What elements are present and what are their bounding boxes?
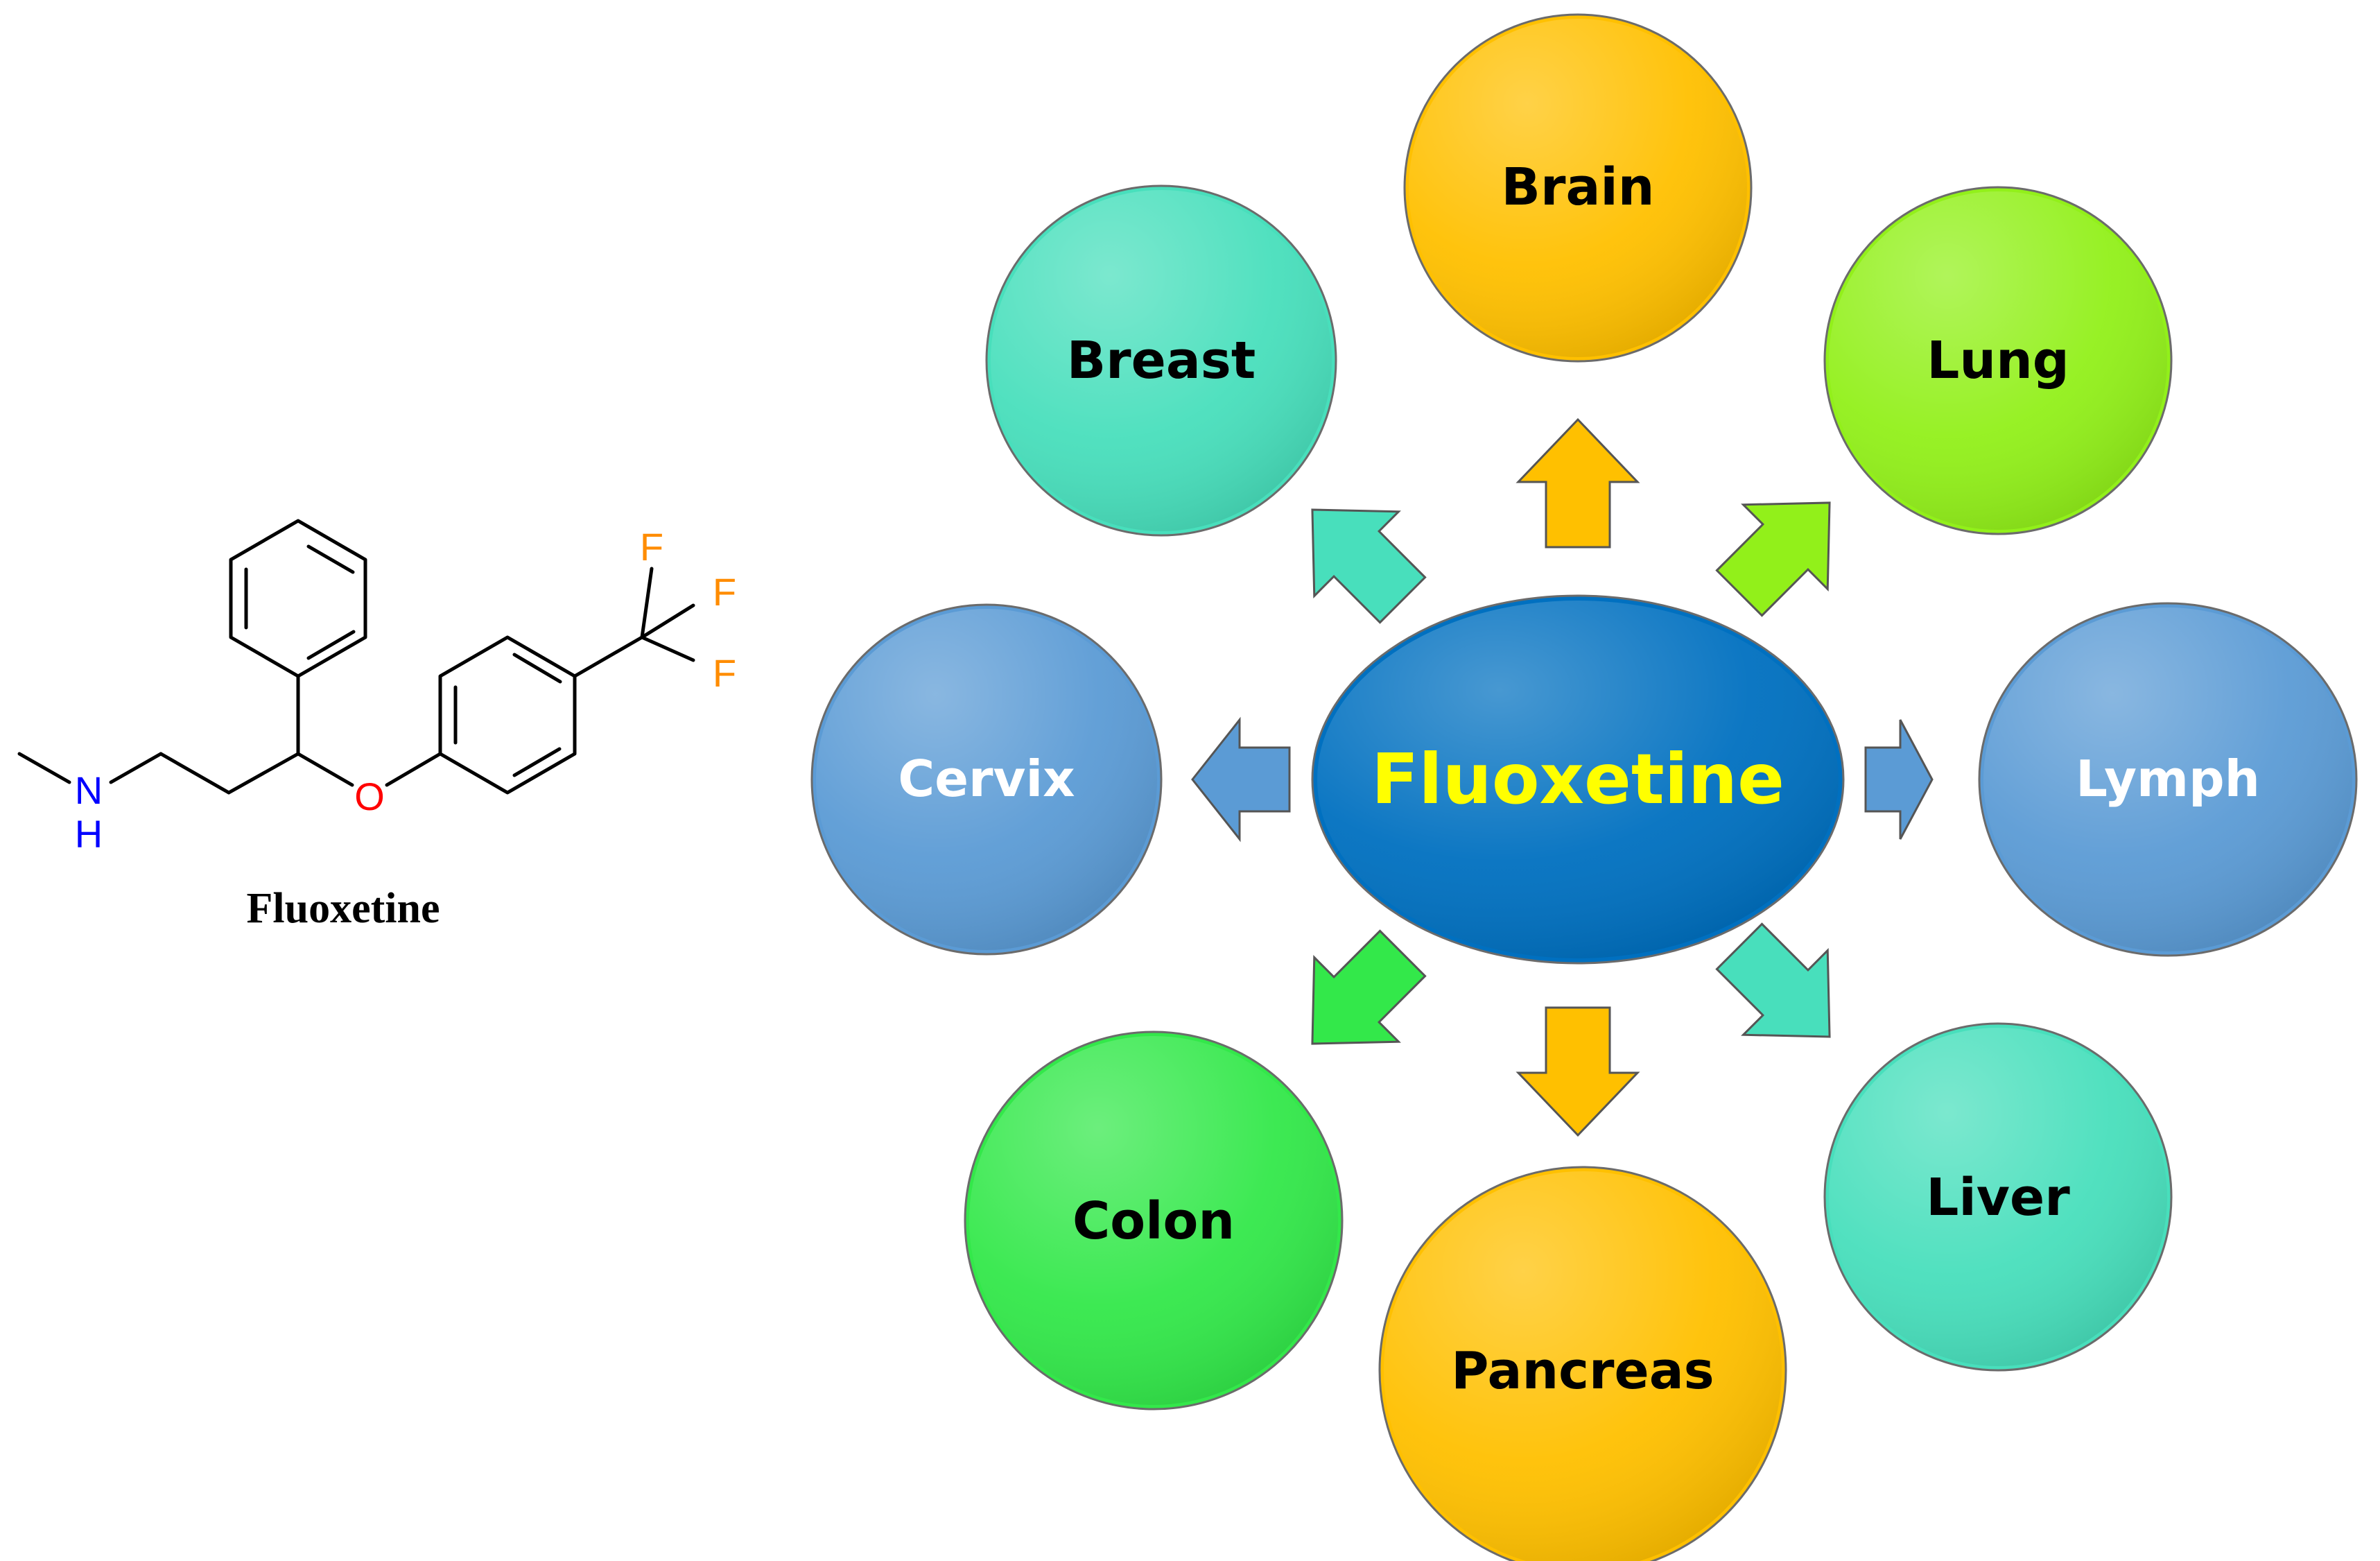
node-lung-shine [1829, 191, 2167, 530]
node-center: Fluoxetine [1311, 594, 1845, 965]
aryl-double-3 [512, 653, 562, 684]
atom-nitrogen: N [75, 768, 103, 812]
arrow-lung [1715, 501, 1831, 617]
node-pancreas-shine [1384, 1171, 1782, 1561]
arrows [1191, 417, 1934, 1137]
bond-c3-o [296, 752, 354, 787]
node-liver-label: Liver [1926, 1168, 2070, 1227]
node-cervix: Cervix [810, 603, 1163, 956]
node-cervix-shine [816, 609, 1157, 950]
node-brain: Brain [1403, 13, 1753, 363]
node-pancreas: Pancreas [1378, 1166, 1787, 1561]
phenyl-double-2 [306, 544, 355, 574]
node-colon: Colon [964, 1030, 1344, 1411]
fluoxetine-structure [17, 519, 695, 795]
node-lymph: Lymph [1978, 602, 2358, 957]
node-liver: Liver [1823, 1022, 2173, 1372]
arrow-cervix [1191, 716, 1291, 843]
molecule-caption: Fluoxetine [247, 885, 440, 932]
node-brain-shine [1409, 19, 1747, 357]
arrow-lymph [1864, 719, 1934, 840]
bond-c-f1 [640, 567, 654, 639]
arrow-pancreas [1515, 1006, 1640, 1137]
node-cervix-label: Cervix [898, 750, 1075, 808]
node-lung-label: Lung [1927, 331, 2069, 390]
aryl-double-2 [512, 747, 562, 777]
phenyl-double-1 [306, 630, 356, 660]
bond-o-aryl [385, 752, 442, 787]
node-lung: Lung [1823, 186, 2173, 535]
node-center-label: Fluoxetine [1371, 739, 1784, 820]
phenyl-ring [229, 519, 367, 678]
node-lymph-label: Lymph [2076, 750, 2260, 808]
atom-labels: N H O F F F Fluoxetine [75, 525, 736, 932]
arrow-brain [1515, 417, 1640, 549]
atom-fluorine-2: F [713, 570, 736, 614]
node-breast-label: Breast [1067, 331, 1256, 390]
node-lymph-shine [1983, 607, 2352, 951]
bond-aryl-cf3 [573, 635, 644, 678]
node-pancreas-label: Pancreas [1451, 1341, 1714, 1401]
bond-methyl [17, 752, 71, 784]
node-brain-label: Brain [1502, 157, 1655, 217]
node-colon-label: Colon [1072, 1191, 1235, 1251]
node-breast: Breast [985, 184, 1337, 537]
bond-n-c1 [109, 752, 163, 784]
node-liver-shine [1829, 1028, 2167, 1366]
atom-oxygen: O [354, 775, 385, 818]
bond-c-f3 [640, 635, 695, 662]
atom-fluorine-3: F [713, 651, 736, 695]
node-breast-shine [991, 190, 1332, 531]
bond-c1-c2 [159, 752, 231, 795]
arrow-colon [1311, 929, 1427, 1045]
arrow-liver [1715, 922, 1831, 1038]
node-center-shine [1317, 601, 1839, 958]
node-colon-shine [969, 1036, 1338, 1405]
bond-c2-c3 [227, 752, 300, 795]
bond-c-f2 [640, 603, 695, 639]
atom-fluorine-1: F [640, 525, 663, 569]
arrow-breast [1311, 508, 1427, 624]
aryl-ring [438, 635, 577, 795]
atom-hydrogen: H [75, 812, 103, 856]
